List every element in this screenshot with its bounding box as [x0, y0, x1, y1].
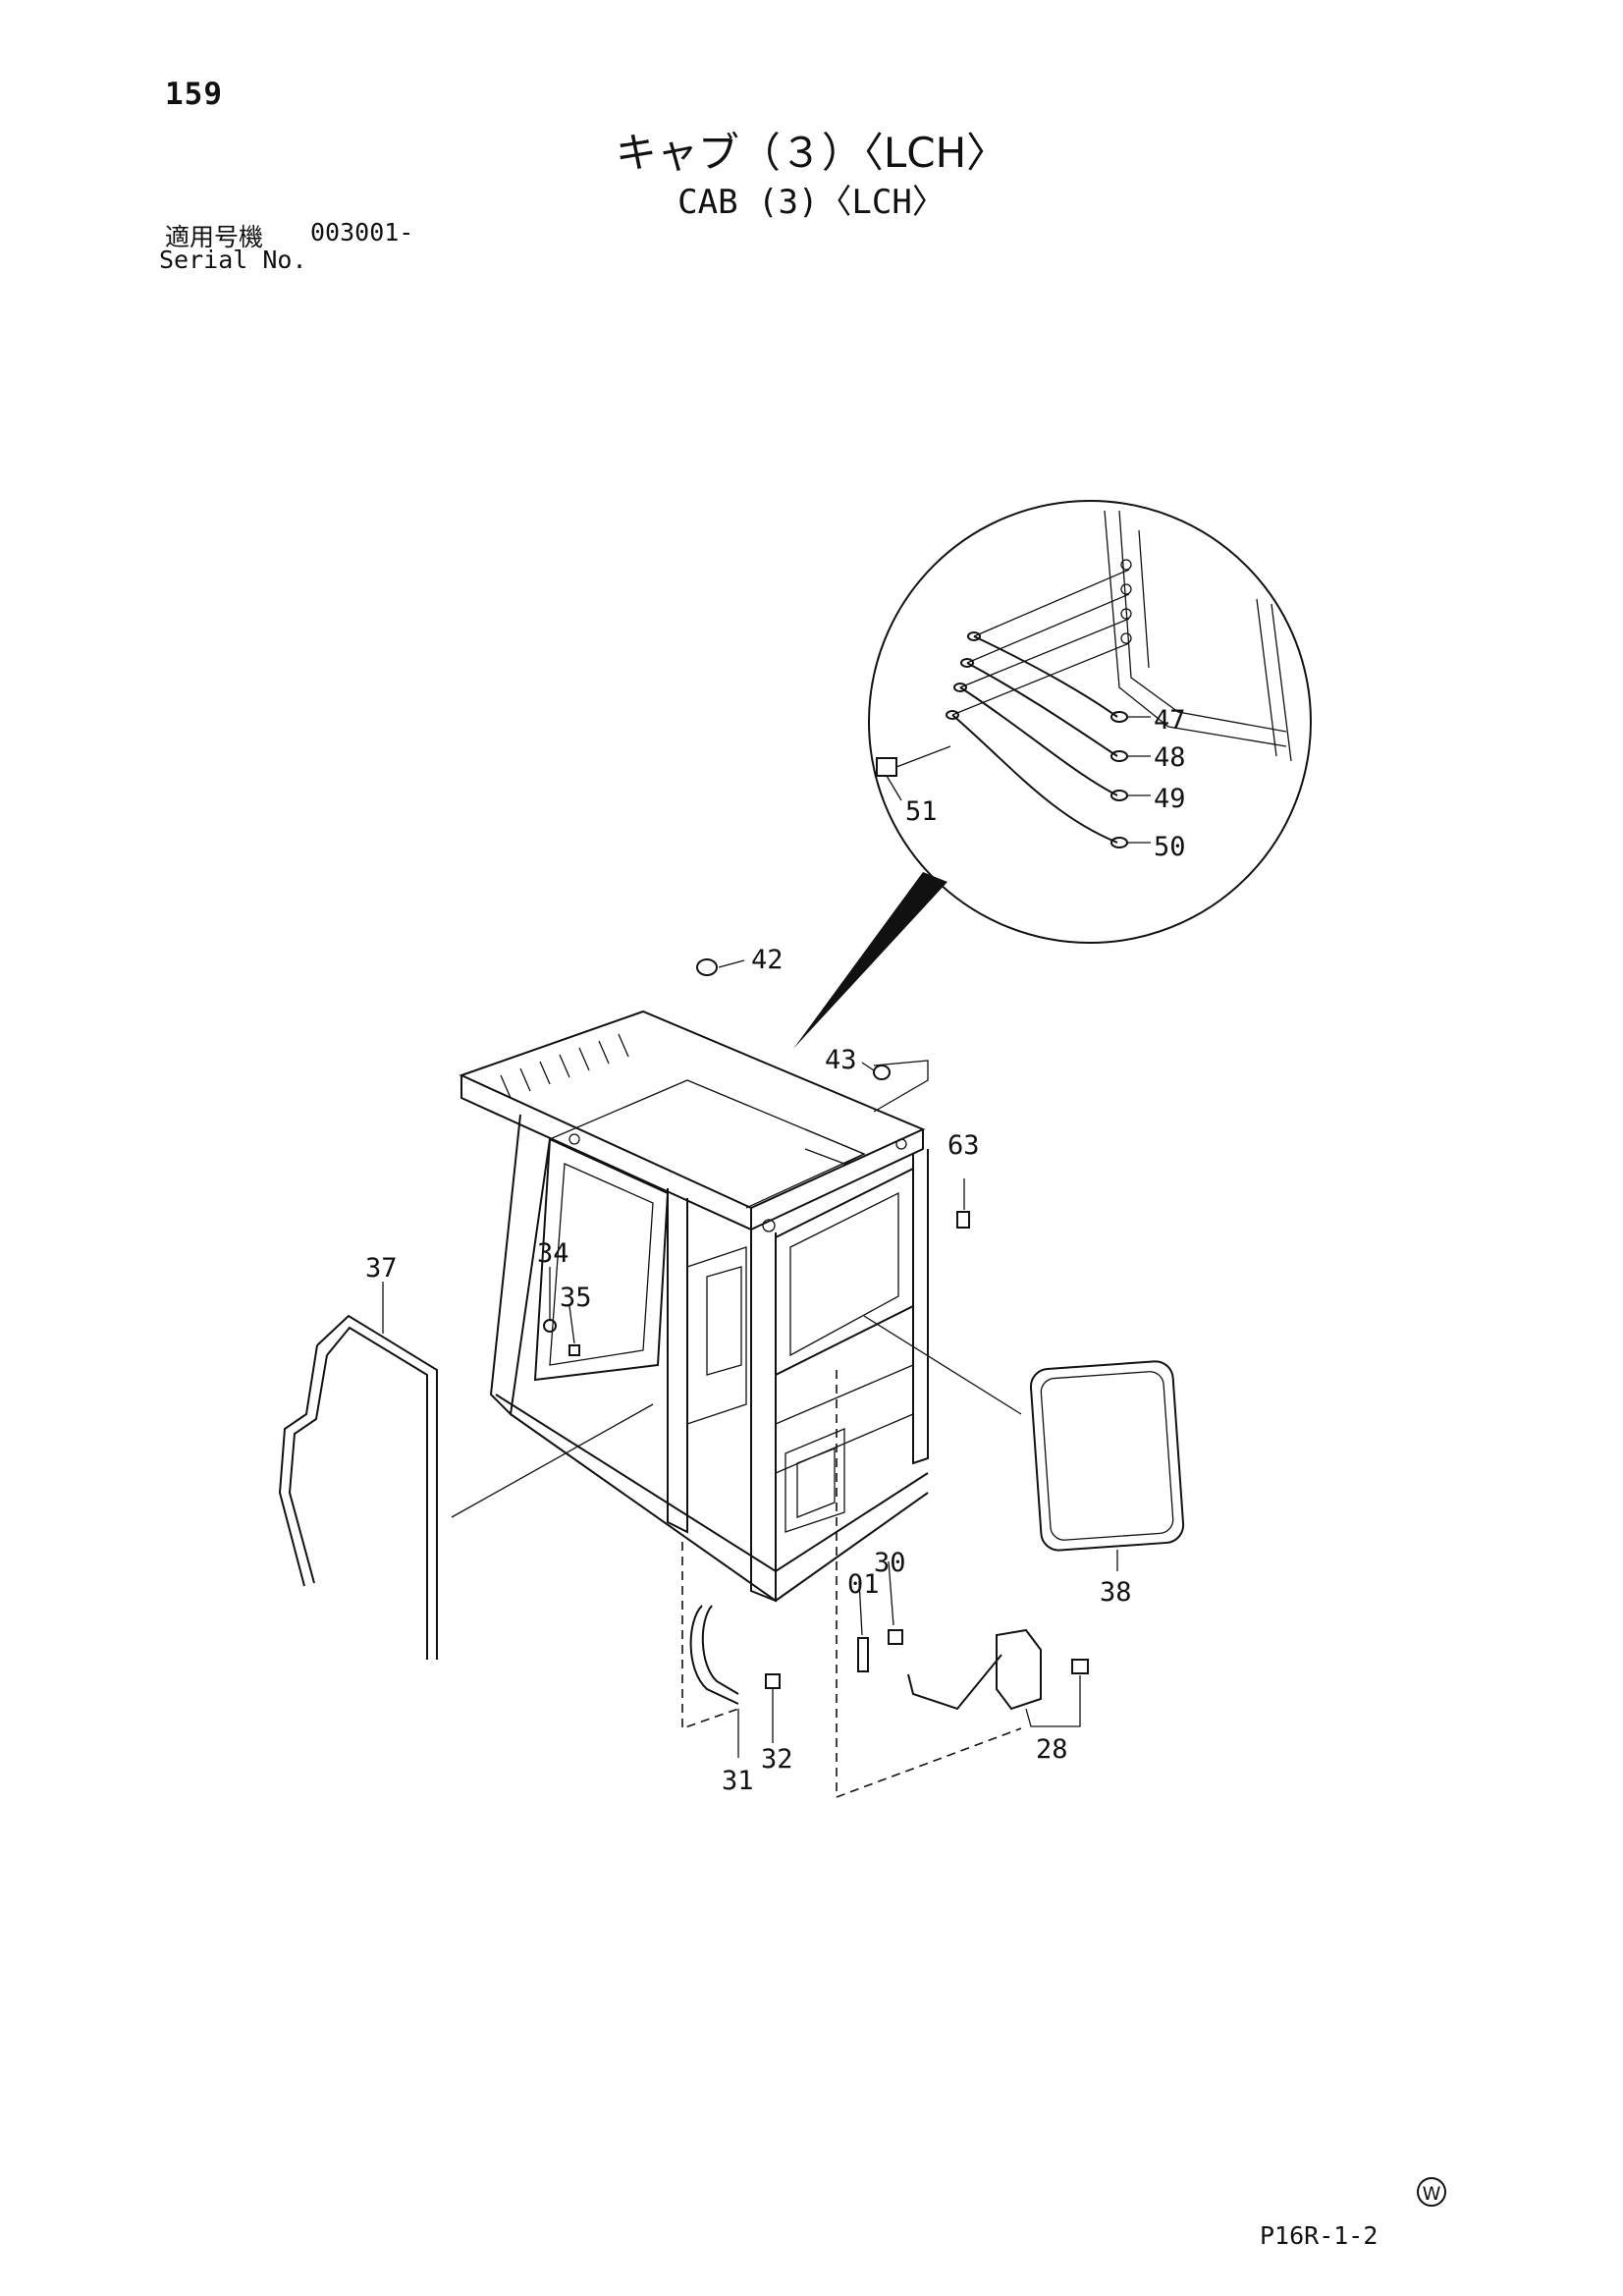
- callout-34: 34: [537, 1238, 569, 1269]
- part-01: [857, 1637, 869, 1672]
- part-48: [966, 662, 1118, 757]
- part-43: [873, 1065, 891, 1080]
- manufacturer-mark: W: [1417, 2177, 1446, 2207]
- callout-51: 51: [905, 796, 938, 827]
- callout-31: 31: [722, 1766, 754, 1796]
- callout-43: 43: [825, 1045, 857, 1075]
- part-42: [696, 958, 718, 976]
- callout-50: 50: [1154, 832, 1186, 862]
- detail-pointer: [793, 872, 947, 1049]
- part-47: [973, 635, 1118, 718]
- callout-42: 42: [751, 945, 784, 975]
- callout-28: 28: [1036, 1734, 1068, 1765]
- drawing-code: P16R-1-2: [1260, 2221, 1379, 2250]
- part-51: [876, 757, 897, 777]
- page-number: 159: [165, 77, 223, 112]
- serial-number-value: 003001-: [310, 218, 414, 246]
- title-japanese: キャブ（３）〈LCH〉: [615, 129, 1008, 177]
- part-30: [888, 1629, 903, 1645]
- callout-47: 47: [1154, 705, 1186, 736]
- parts: [278, 958, 1185, 1798]
- callout-38: 38: [1100, 1577, 1132, 1608]
- part-28: [996, 1628, 1042, 1711]
- part-35: [568, 1344, 580, 1356]
- serial-label-japanese: 適用号機: [165, 223, 264, 251]
- part-49: [959, 686, 1118, 796]
- part-37: [316, 1314, 438, 1660]
- callout-49: 49: [1154, 784, 1186, 814]
- part-50: [951, 714, 1118, 844]
- part-63: [956, 1211, 970, 1229]
- detail-view: [793, 500, 1312, 1049]
- callout-labels: 42 43 63 34 35 37 47 48 49 50 51 38 01 3…: [365, 705, 1186, 1796]
- serial-label-english: Serial No.: [159, 246, 307, 274]
- callout-37: 37: [365, 1253, 398, 1284]
- callout-30: 30: [874, 1548, 906, 1578]
- part-32: [765, 1673, 781, 1689]
- callout-63: 63: [947, 1130, 980, 1161]
- part-31: [689, 1605, 739, 1705]
- title-english: CAB (3)〈LCH〉: [677, 183, 946, 222]
- callout-35: 35: [560, 1283, 592, 1313]
- callout-01: 01: [847, 1569, 880, 1600]
- cab-body: [459, 1010, 929, 1603]
- callout-32: 32: [761, 1744, 793, 1775]
- detail-circle: [868, 500, 1312, 944]
- callout-48: 48: [1154, 742, 1186, 773]
- part-34: [543, 1319, 557, 1333]
- part-38: [1029, 1360, 1185, 1552]
